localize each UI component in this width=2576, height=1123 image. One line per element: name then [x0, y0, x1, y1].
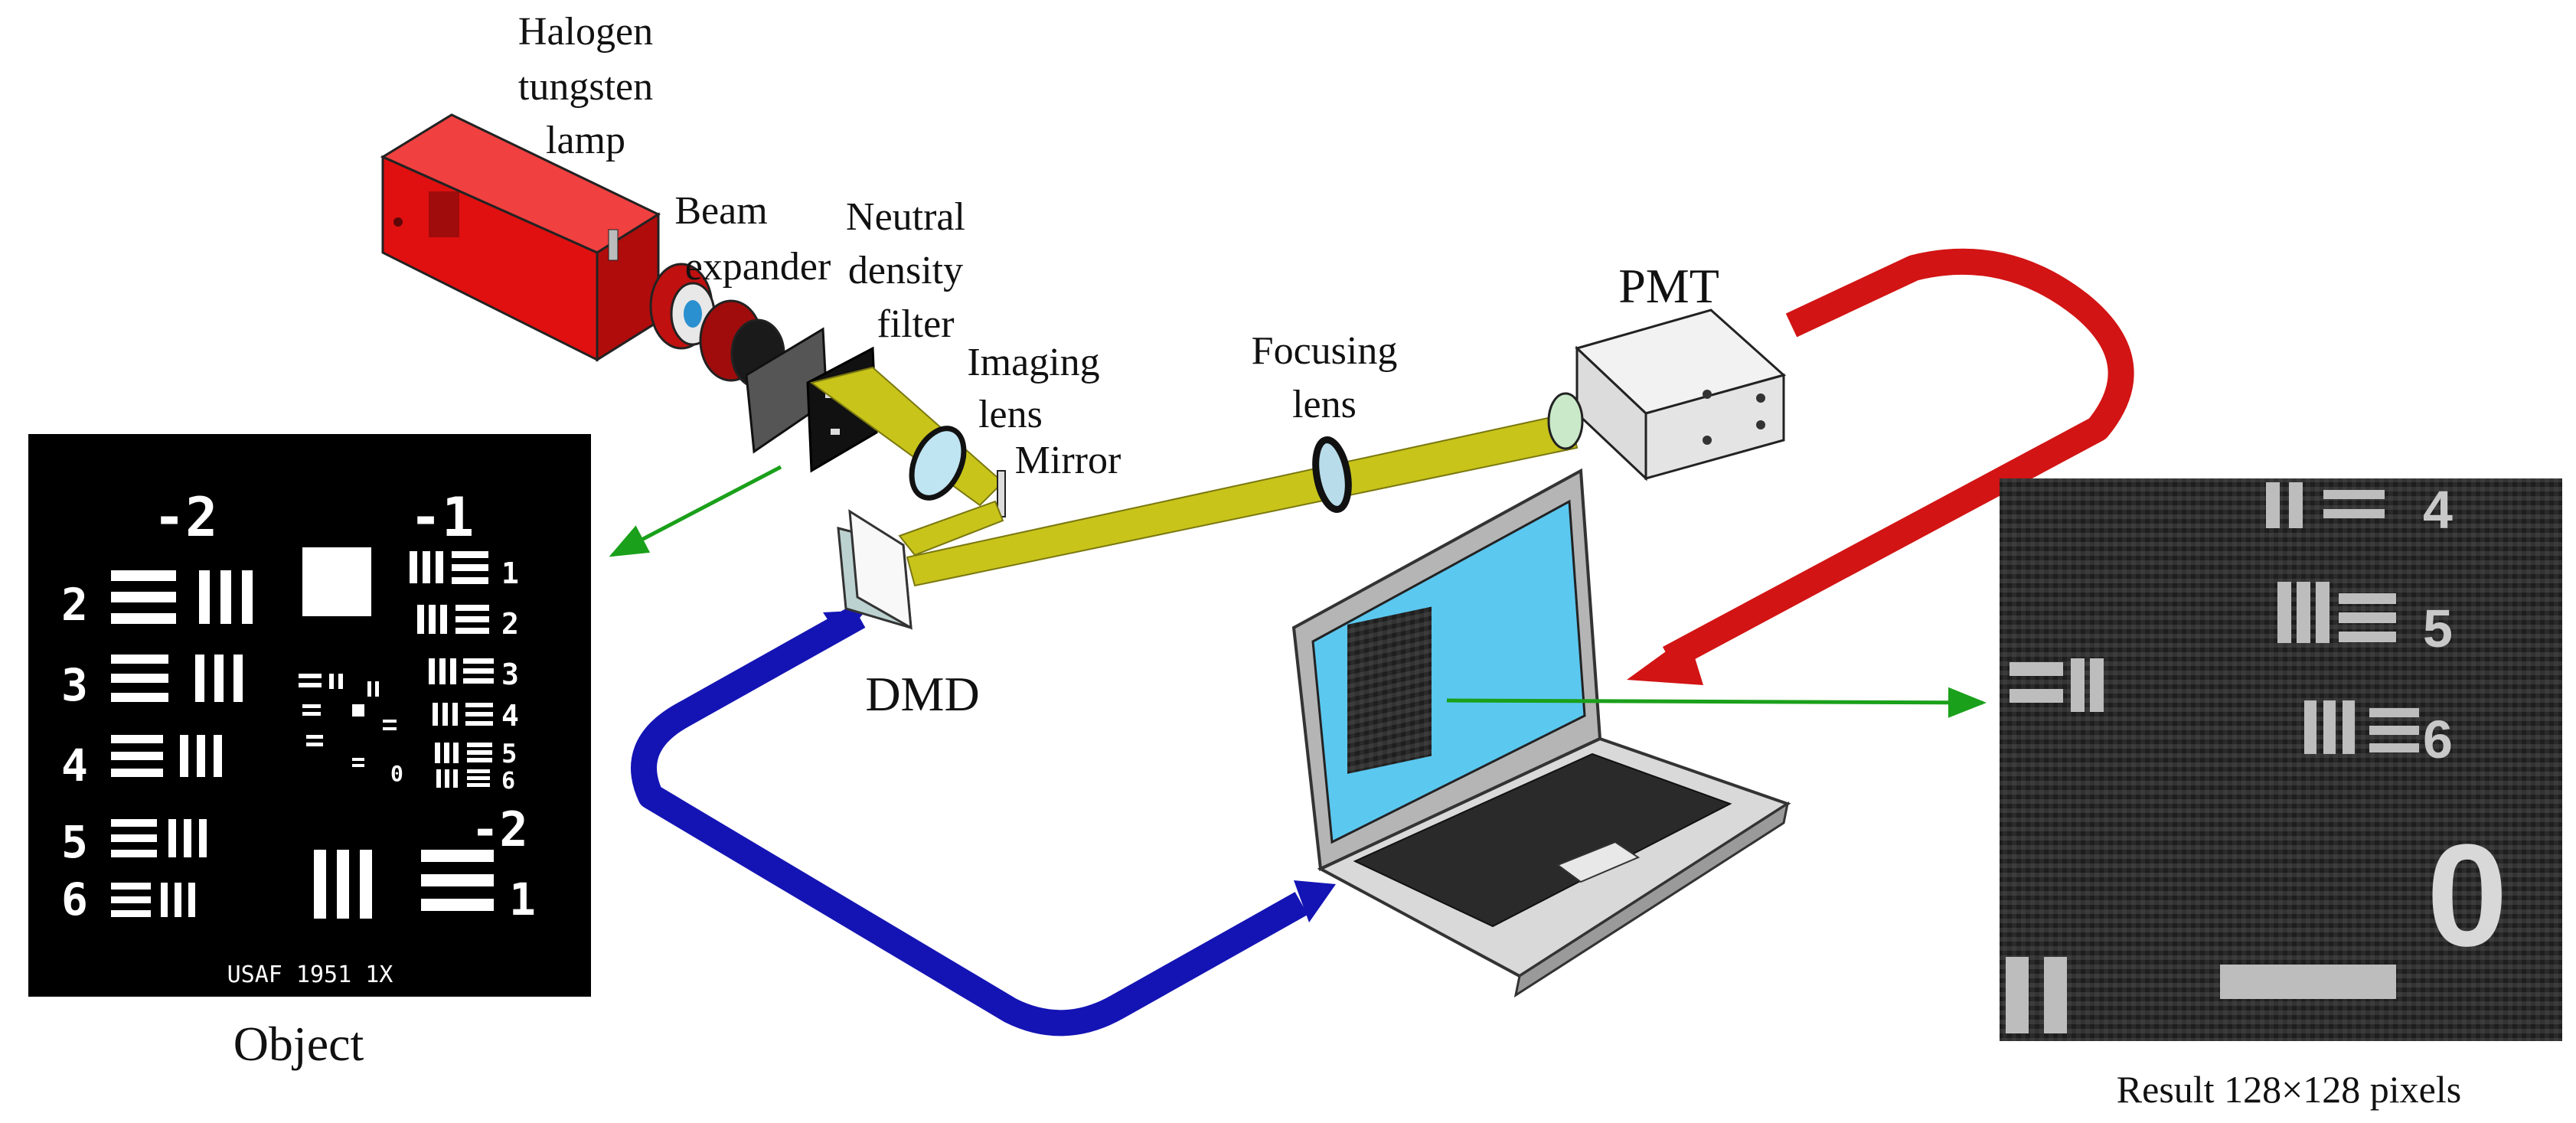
label-lamp-line: Halogen: [518, 10, 653, 54]
usaf-target: -2 -1 2 3 4 5 6: [28, 434, 591, 997]
blue-arrowhead-bottom: [1294, 880, 1336, 922]
red-signal-arrow: [1662, 248, 2134, 670]
label-lamp-line: tungsten: [518, 65, 653, 109]
usaf-left-num: 2: [61, 579, 88, 631]
usaf-right-num: 3: [501, 658, 519, 691]
label-dmd: DMD: [865, 667, 979, 721]
label-result: Result 128×128 pixels: [2117, 1068, 2461, 1111]
usaf-right-num: 2: [501, 607, 519, 641]
usaf-right-num: 1: [501, 557, 519, 590]
blue-arrowhead-top: [823, 610, 867, 639]
label-imaging-lens: Imaging lens: [967, 341, 1099, 436]
label-lamp: Halogen tungsten lamp: [518, 10, 653, 162]
label-nd-filter-line: Neutral: [846, 195, 965, 239]
laptop-keyboard: [1353, 752, 1732, 928]
result-bars: [2006, 482, 2419, 1033]
usaf-group-right: -1: [410, 486, 474, 549]
result-big-digit: 0: [2427, 815, 2508, 977]
result-element-6: 6: [2423, 710, 2453, 769]
usaf-caption: USAF 1951 1X: [227, 961, 393, 988]
usaf-right-num: 6: [501, 768, 515, 795]
usaf-bars-right: [410, 551, 494, 788]
usaf-bars-left: [111, 570, 253, 917]
laptop-touchpad: [1556, 841, 1641, 883]
beam-expander: [649, 263, 785, 389]
label-imaging-lens-line: lens: [978, 393, 1043, 436]
screen-thumbnail: [1347, 606, 1432, 774]
label-object: Object: [233, 1017, 364, 1071]
usaf-group-bottom: -2: [471, 801, 528, 857]
label-pmt: PMT: [1618, 259, 1719, 313]
dmd-device: [837, 509, 913, 630]
green-arrow-to-object: [609, 465, 782, 557]
usaf-right-num: 5: [501, 739, 517, 769]
usaf-right-elements: 1 2 3 4 5 6: [501, 557, 519, 795]
usaf-center-pattern: [299, 674, 397, 767]
label-focusing-lens: Focusing lens: [1252, 329, 1398, 426]
pmt-detector: [1547, 308, 1787, 482]
label-imaging-lens-line: Imaging: [967, 341, 1099, 384]
usaf-bars-bottom: [314, 850, 494, 919]
usaf-square: [302, 547, 371, 616]
usaf-center-digit: 0: [390, 761, 403, 786]
blue-feedback-arrow: [631, 605, 1308, 1036]
label-beam-expander-line: expander: [685, 245, 831, 289]
usaf-element-bottom: 1: [509, 873, 536, 925]
label-beam-expander: Beam expander: [674, 189, 831, 289]
red-arrowhead: [1627, 635, 1703, 685]
imaging-lens: [909, 426, 967, 501]
label-nd-filter-line: filter: [877, 302, 954, 346]
label-focusing-lens-line: lens: [1292, 383, 1357, 426]
usaf-left-elements: 2 3 4 5 6: [61, 579, 88, 925]
usaf-left-num: 5: [61, 816, 88, 868]
usaf-left-num: 3: [61, 659, 88, 711]
usaf-left-num: 6: [61, 873, 88, 925]
result-image: 4 5 6 0: [2000, 478, 2562, 1041]
lamp-vent-grille: [429, 191, 459, 237]
label-nd-filter: Neutral density filter: [846, 195, 965, 346]
usaf-left-num: 4: [61, 739, 88, 792]
result-element-4: 4: [2423, 480, 2453, 540]
label-mirror: Mirror: [1015, 439, 1121, 482]
usaf-right-num: 4: [501, 699, 519, 733]
result-element-5: 5: [2423, 599, 2453, 658]
laptop: [1291, 468, 1791, 998]
label-focusing-lens-line: Focusing: [1252, 329, 1398, 373]
label-lamp-line: lamp: [546, 119, 625, 162]
green-arrow-to-result: [1446, 687, 1987, 718]
label-nd-filter-line: density: [848, 249, 963, 292]
light-beam-3: [906, 412, 1579, 587]
focusing-lens: [1312, 436, 1352, 513]
usaf-group-left: -2: [153, 486, 217, 549]
label-beam-expander-line: Beam: [674, 189, 767, 233]
halogen-lamp: [380, 113, 661, 362]
